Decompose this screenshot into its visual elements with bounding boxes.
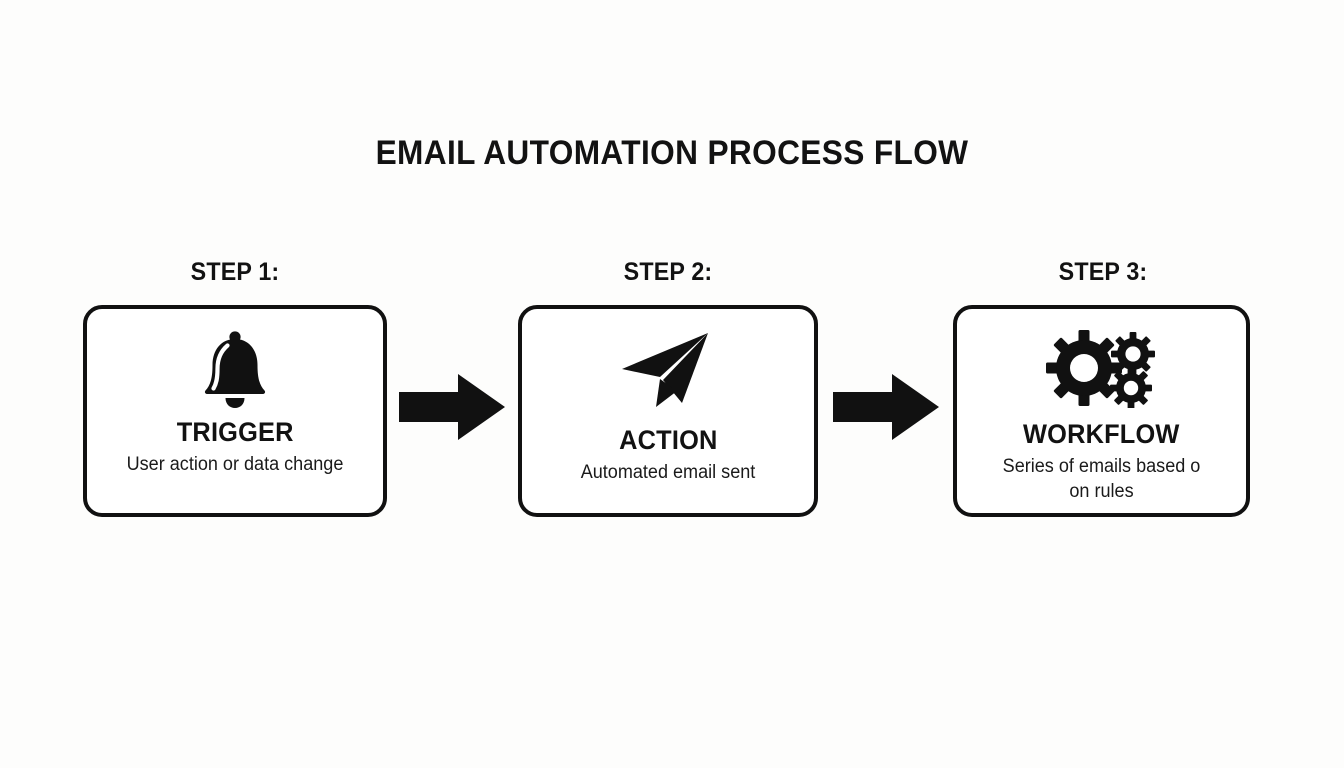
step-title-workflow: WORKFLOW <box>1023 419 1180 449</box>
step-card-action[interactable]: ACTION Automated email sent <box>518 305 818 517</box>
step-label-2: STEP 2: <box>623 258 713 286</box>
step-subtitle-workflow: Series of emails based o on rules <box>1002 456 1201 503</box>
arrow-step1-to-step2 <box>399 374 505 440</box>
step-card-trigger[interactable]: TRIGGER User action or data change <box>83 305 387 517</box>
page-title: EMAIL AUTOMATION PROCESS FLOW <box>375 134 969 172</box>
bell-icon <box>196 325 274 411</box>
step-subtitle-trigger: User action or data change <box>126 454 344 475</box>
gears-icon <box>1045 325 1158 411</box>
step-title-trigger: TRIGGER <box>176 417 294 447</box>
arrow-step2-to-step3 <box>833 374 939 440</box>
step-subtitle-action: Automated email sent <box>580 462 756 483</box>
step-title-action: ACTION <box>618 425 718 455</box>
step-label-3: STEP 3: <box>1058 258 1148 286</box>
paper-plane-icon <box>620 327 716 413</box>
step-card-workflow[interactable]: WORKFLOW Series of emails based o on rul… <box>953 305 1250 517</box>
step-label-1: STEP 1: <box>190 258 280 286</box>
